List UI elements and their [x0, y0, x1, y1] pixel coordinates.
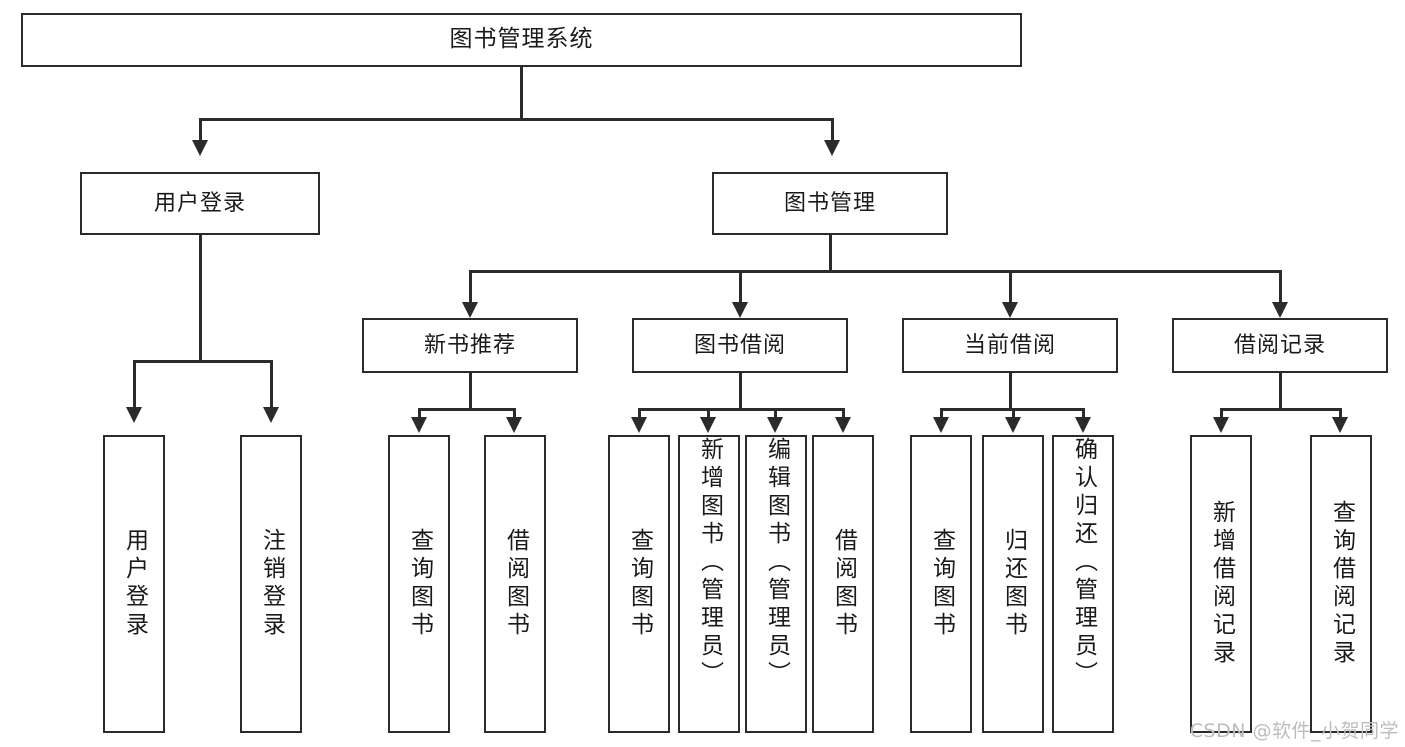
connector-currentborrow-drop-1 — [940, 408, 943, 418]
connector-userlogin-drop-1 — [133, 360, 136, 407]
node-borrow-record[interactable]: 借阅记录 — [1172, 318, 1388, 373]
connector-bookborrow-drop-3 — [774, 408, 777, 418]
connector-borrowrecord-drop-1 — [1220, 408, 1223, 418]
connector-bookmanage-drop-2 — [739, 270, 742, 302]
connector-currentborrow-stem — [1009, 373, 1012, 410]
connector-userlogin-bus — [133, 360, 272, 363]
node-leaf-query-book-2[interactable]: 查询图书 — [608, 435, 670, 733]
node-new-book-recommend[interactable]: 新书推荐 — [362, 318, 578, 373]
arrow-to-current-borrow — [1002, 302, 1018, 318]
connector-newbook-stem — [469, 373, 472, 410]
connector-userlogin-stem — [199, 235, 202, 362]
node-leaf-return-book[interactable]: 归还图书 — [982, 435, 1044, 733]
arrow-to-leaf-query-record — [1332, 417, 1348, 433]
connector-borrowrecord-bus — [1220, 408, 1341, 411]
node-root[interactable]: 图书管理系统 — [21, 13, 1022, 67]
connector-bookmanage-drop-4 — [1279, 270, 1282, 302]
connector-borrowrecord-stem — [1279, 373, 1282, 410]
connector-bookborrow-drop-2 — [707, 408, 710, 418]
arrow-to-leaf-query-book-1 — [411, 417, 427, 433]
node-leaf-return-book-label: 归还图书 — [1000, 528, 1027, 640]
node-leaf-query-book-1-label: 查询图书 — [406, 528, 433, 640]
arrow-to-borrow-record — [1272, 302, 1288, 318]
node-user-login-label: 用户登录 — [153, 190, 246, 216]
node-user-login[interactable]: 用户登录 — [80, 172, 320, 235]
node-root-label: 图书管理系统 — [449, 26, 594, 53]
node-book-borrow-label: 图书借阅 — [693, 332, 786, 358]
node-leaf-query-record[interactable]: 查询借阅记录 — [1310, 435, 1372, 733]
arrow-to-leaf-add-record — [1213, 417, 1229, 433]
connector-bookmanage-drop-1 — [469, 270, 472, 302]
node-book-borrow[interactable]: 图书借阅 — [632, 318, 848, 373]
arrow-to-leaf-borrow-book-1 — [506, 417, 522, 433]
arrow-to-leaf-query-book-2 — [631, 417, 647, 433]
csdn-watermark: CSDN @软件_小贺同学 — [1189, 720, 1399, 742]
node-leaf-confirm-return-label: 确认归还（管理员） — [1070, 437, 1097, 689]
connector-bookborrow-drop-4 — [842, 408, 845, 418]
node-leaf-query-book-2-label: 查询图书 — [626, 528, 653, 640]
connector-currentborrow-drop-2 — [1012, 408, 1015, 418]
node-borrow-record-label: 借阅记录 — [1233, 332, 1326, 358]
arrow-to-leaf-query-book-3 — [933, 417, 949, 433]
node-book-manage-label: 图书管理 — [783, 190, 876, 216]
node-current-borrow[interactable]: 当前借阅 — [902, 318, 1118, 373]
connector-root-stem — [520, 67, 523, 120]
node-leaf-user-logout-label: 注销登录 — [258, 528, 285, 640]
connector-newbook-bus — [418, 408, 515, 411]
arrow-to-book-borrow — [732, 302, 748, 318]
node-leaf-add-book-label: 新增图书（管理员） — [696, 437, 723, 689]
node-leaf-add-record-label: 新增借阅记录 — [1208, 500, 1235, 668]
node-leaf-add-record[interactable]: 新增借阅记录 — [1190, 435, 1252, 733]
connector-root-drop-left — [199, 118, 202, 140]
node-leaf-query-book-3-label: 查询图书 — [928, 528, 955, 640]
arrow-to-leaf-user-logout — [263, 407, 279, 423]
node-leaf-query-book-1[interactable]: 查询图书 — [388, 435, 450, 733]
connector-bookmanage-stem — [829, 235, 832, 272]
node-leaf-borrow-book-1[interactable]: 借阅图书 — [484, 435, 546, 733]
arrow-to-leaf-return-book — [1005, 417, 1021, 433]
node-leaf-query-record-label: 查询借阅记录 — [1328, 500, 1355, 668]
node-leaf-borrow-book-2-label: 借阅图书 — [830, 528, 857, 640]
node-leaf-user-login-label: 用户登录 — [121, 528, 148, 640]
node-book-manage[interactable]: 图书管理 — [712, 172, 948, 235]
node-leaf-borrow-book-1-label: 借阅图书 — [502, 528, 529, 640]
node-leaf-add-book[interactable]: 新增图书（管理员） — [678, 435, 740, 733]
connector-currentborrow-bus — [940, 408, 1083, 411]
connector-bookborrow-stem — [739, 373, 742, 410]
node-leaf-edit-book[interactable]: 编辑图书（管理员） — [745, 435, 807, 733]
node-leaf-borrow-book-2[interactable]: 借阅图书 — [812, 435, 874, 733]
arrow-to-leaf-add-book — [700, 417, 716, 433]
connector-bookmanage-bus — [469, 270, 1281, 273]
connector-newbook-drop-2 — [513, 408, 516, 418]
connector-currentborrow-drop-3 — [1082, 408, 1085, 418]
node-leaf-edit-book-label: 编辑图书（管理员） — [763, 437, 790, 689]
connector-bookborrow-drop-1 — [638, 408, 641, 418]
arrow-to-leaf-edit-book — [767, 417, 783, 433]
connector-bookborrow-bus — [638, 408, 844, 411]
connector-newbook-drop-1 — [418, 408, 421, 418]
node-leaf-query-book-3[interactable]: 查询图书 — [910, 435, 972, 733]
arrow-to-leaf-confirm-return — [1075, 417, 1091, 433]
connector-bookmanage-drop-3 — [1009, 270, 1012, 302]
arrow-to-book-manage — [824, 140, 840, 156]
arrow-to-new-book-recommend — [462, 302, 478, 318]
connector-borrowrecord-drop-2 — [1339, 408, 1342, 418]
connector-root-drop-right — [831, 118, 834, 140]
node-leaf-user-logout[interactable]: 注销登录 — [240, 435, 302, 733]
node-leaf-confirm-return[interactable]: 确认归还（管理员） — [1052, 435, 1114, 733]
connector-userlogin-drop-2 — [270, 360, 273, 407]
arrow-to-leaf-user-login — [126, 407, 142, 423]
connector-root-bus — [199, 118, 833, 121]
node-new-book-recommend-label: 新书推荐 — [423, 332, 516, 358]
node-current-borrow-label: 当前借阅 — [963, 332, 1056, 358]
arrow-to-leaf-borrow-book-2 — [835, 417, 851, 433]
node-leaf-user-login[interactable]: 用户登录 — [103, 435, 165, 733]
arrow-to-user-login — [192, 140, 208, 156]
